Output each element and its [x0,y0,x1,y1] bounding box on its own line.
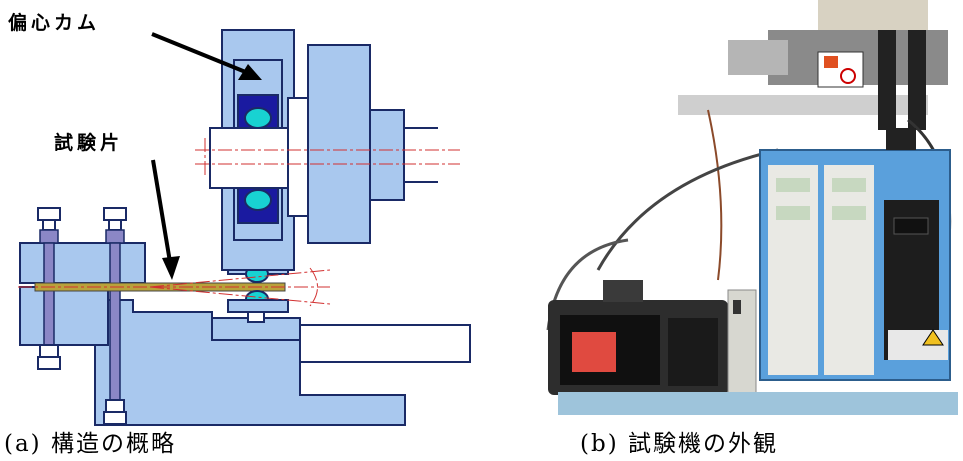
eccentric-cam-label: 偏心カム [8,12,101,34]
clamp-lower [19,286,109,346]
clamp-block [19,242,146,284]
caption-a: (a) 構造の概略 [4,431,176,457]
center-lines [18,138,460,307]
amplifier [727,289,757,401]
arrow-specimen [151,159,180,280]
arm-extension [299,324,471,363]
bolt-right [103,207,127,425]
structure-diagram [18,29,471,426]
motor-hub [369,109,405,201]
shaft-collar [287,97,309,217]
arrow-cam [151,32,262,80]
test-piece-label: 試験片 [54,132,124,154]
bolt-left [37,207,61,370]
drive-disc [307,44,371,244]
machine-photo [546,0,958,415]
caption-b: (b) 試験機の外観 [580,431,778,457]
